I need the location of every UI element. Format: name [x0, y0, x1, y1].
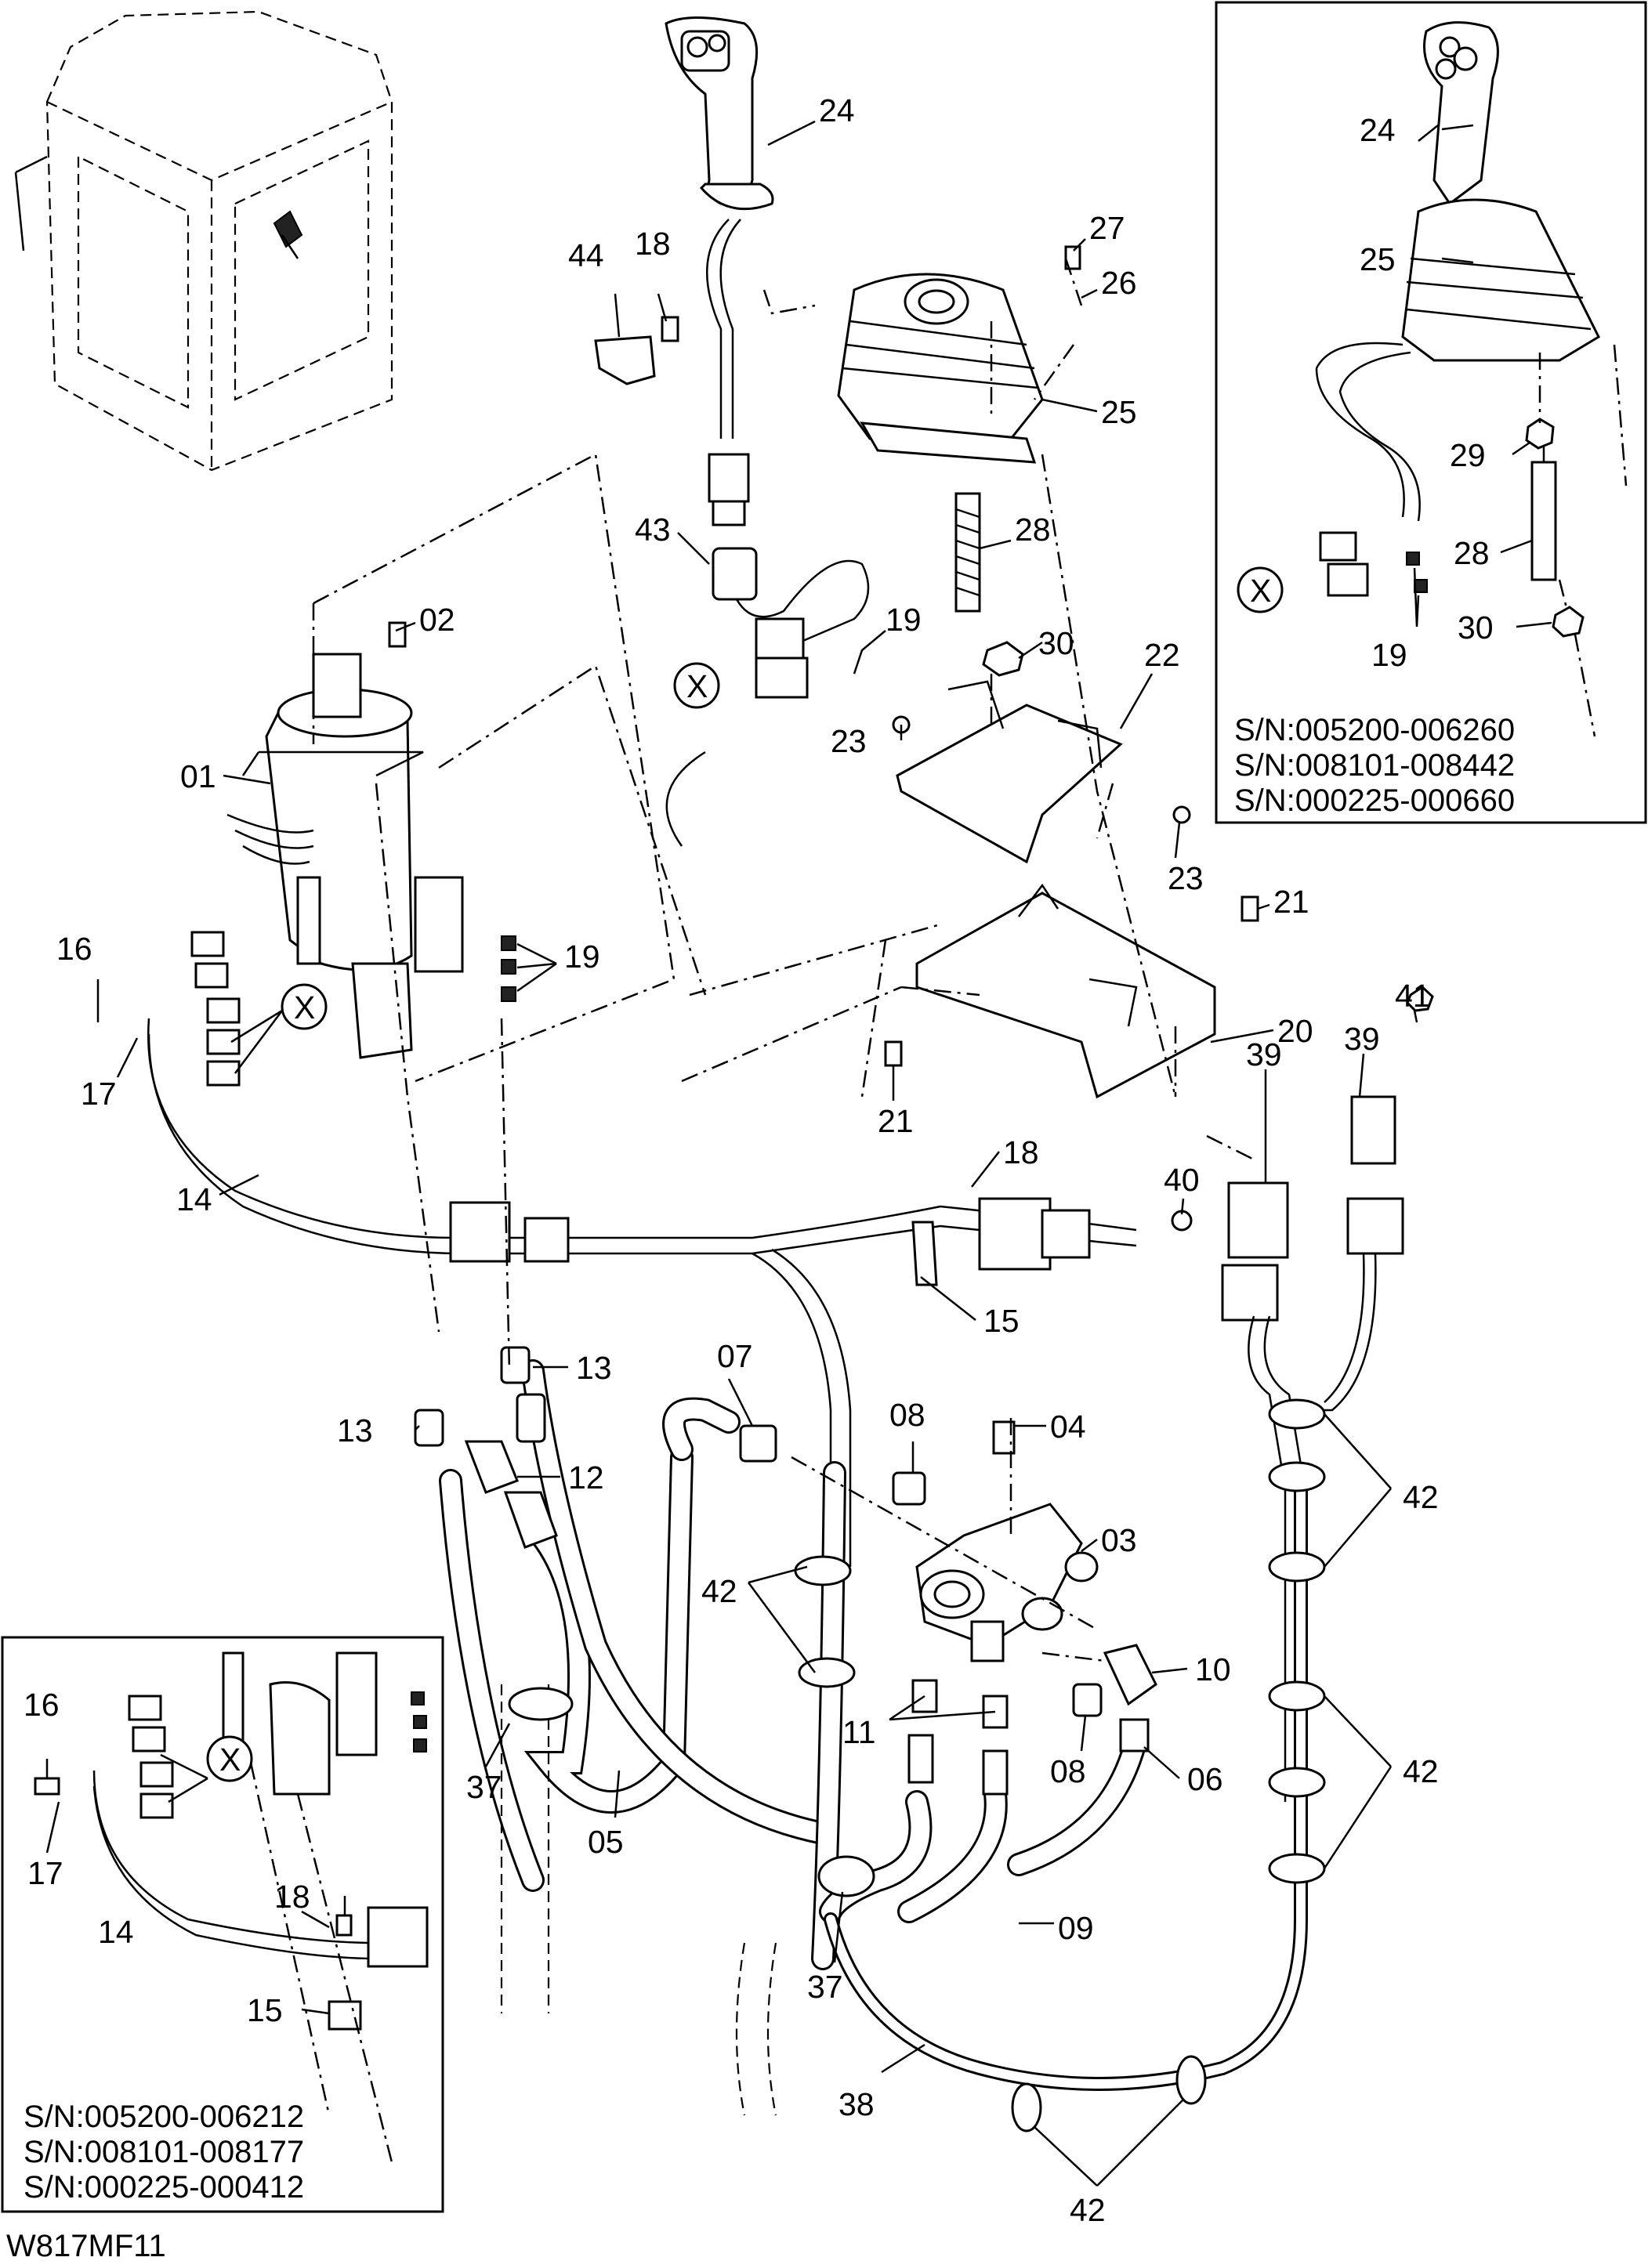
callout-30: 30 [1458, 610, 1494, 646]
serial-line: S/N:005200-006212 [24, 2100, 304, 2134]
serial-line: S/N:005200-006260 [1234, 713, 1515, 747]
callout-14: 14 [176, 1181, 212, 1217]
callout-06: 06 [1187, 1761, 1223, 1797]
drawing-id: W817MF11 [6, 2229, 166, 2263]
callout-18: 18 [635, 226, 671, 262]
callout-10: 10 [1195, 1651, 1231, 1687]
callout-x: X [1250, 573, 1271, 609]
callout-01: 01 [180, 758, 216, 794]
callout-17: 17 [27, 1855, 63, 1891]
valve-block-03 [915, 1503, 1099, 1662]
callout-05: 05 [588, 1824, 624, 1860]
callout-08: 08 [889, 1397, 925, 1433]
wire-harness-14 [147, 751, 1137, 1567]
callout-14: 14 [98, 1914, 134, 1950]
callout-19: 19 [1371, 637, 1407, 673]
callout-30: 30 [1038, 625, 1074, 661]
cab-outline-illustration [14, 10, 393, 472]
callout-37: 37 [466, 1769, 502, 1805]
callout-12: 12 [568, 1460, 604, 1496]
callout-04: 04 [1050, 1409, 1086, 1445]
joystick-boot [837, 273, 1044, 464]
callout-21: 21 [878, 1103, 914, 1139]
callout-42: 42 [1070, 2192, 1106, 2228]
nut-30 [982, 641, 1024, 677]
callout-18: 18 [274, 1879, 310, 1915]
callout-40: 40 [1164, 1162, 1200, 1198]
relay-harness-39 [1221, 1095, 1404, 1802]
callout-42: 42 [701, 1573, 737, 1609]
callout-x: X [219, 1742, 241, 1778]
callout-x: X [294, 989, 315, 1025]
callout-24: 24 [1360, 112, 1396, 148]
callout-26: 26 [1101, 265, 1137, 301]
callout-38: 38 [838, 2086, 875, 2122]
mount-plate-20 [915, 883, 1216, 1099]
stud-bolt [954, 492, 981, 613]
callout-x: X [686, 668, 708, 704]
callout-37: 37 [807, 1969, 843, 2005]
joystick-handle [665, 16, 870, 699]
serial-line: S/N:000225-000660 [1234, 783, 1515, 818]
callout-19: 19 [886, 602, 922, 638]
callout-labels: 24 44 18 27 26 25 43 28 02 19 X 30 22 23… [24, 92, 1494, 2228]
callout-39: 39 [1246, 1036, 1282, 1073]
callout-15: 15 [247, 1992, 283, 2028]
connectors-left [190, 931, 516, 1087]
callout-20: 20 [1277, 1013, 1313, 1049]
callout-41: 41 [1395, 978, 1431, 1014]
callout-07: 07 [717, 1338, 753, 1374]
solenoid-valve-01 [226, 653, 464, 1059]
callout-27: 27 [1089, 210, 1125, 246]
inset-top-right [1215, 1, 1647, 824]
callout-18: 18 [1003, 1134, 1039, 1170]
callout-28: 28 [1454, 535, 1490, 571]
serial-line: S/N:008101-008177 [24, 2135, 304, 2169]
callout-28: 28 [1015, 512, 1051, 548]
bolts-group [388, 245, 1434, 1455]
callout-42: 42 [1403, 1479, 1439, 1515]
callout-08: 08 [1050, 1753, 1086, 1789]
callout-29: 29 [1450, 437, 1486, 473]
callout-21: 21 [1273, 884, 1309, 920]
callout-15: 15 [983, 1303, 1020, 1339]
callout-03: 03 [1101, 1522, 1137, 1558]
serials-top-right: S/N:005200-006260 S/N:008101-008442 S/N:… [1234, 713, 1515, 818]
callout-22: 22 [1144, 637, 1180, 673]
callout-02: 02 [419, 602, 455, 638]
callout-17: 17 [81, 1076, 117, 1112]
serial-line: S/N:008101-008442 [1234, 748, 1515, 783]
callout-13: 13 [337, 1413, 373, 1449]
inset-bottom-left [1, 1636, 444, 2213]
callout-24: 24 [819, 92, 855, 128]
callout-25: 25 [1360, 241, 1396, 277]
callout-16: 16 [24, 1687, 60, 1723]
callout-43: 43 [635, 512, 671, 548]
leader-lines [45, 120, 1552, 2187]
callout-23: 23 [831, 723, 867, 759]
callout-25: 25 [1101, 394, 1137, 430]
callout-11: 11 [842, 1714, 876, 1750]
callout-13: 13 [576, 1350, 612, 1386]
x-markers [206, 566, 1284, 1782]
callout-23: 23 [1168, 860, 1204, 896]
serials-bottom-left: S/N:005200-006212 S/N:008101-008177 S/N:… [24, 2100, 304, 2205]
callout-09: 09 [1058, 1910, 1094, 1946]
serial-line: S/N:000225-000412 [24, 2170, 304, 2205]
bracket-44 [594, 335, 656, 385]
callout-44: 44 [568, 237, 604, 273]
callout-19: 19 [564, 939, 600, 975]
bracket-22 [896, 680, 1123, 864]
callout-42: 42 [1403, 1753, 1439, 1789]
callout-16: 16 [56, 931, 92, 967]
exploded-view-lines [312, 258, 1255, 1662]
callout-39: 39 [1344, 1021, 1380, 1057]
